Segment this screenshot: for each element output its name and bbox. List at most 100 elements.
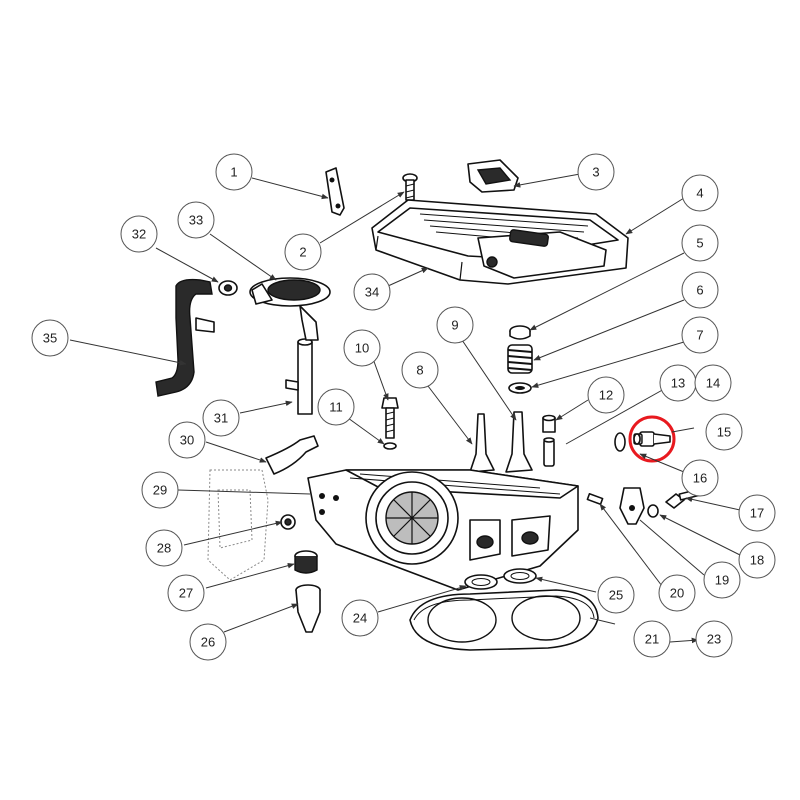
svg-text:5: 5 — [696, 236, 703, 251]
part-9-valve — [505, 411, 533, 473]
callout-7: 7 — [681, 316, 719, 354]
svg-text:33: 33 — [189, 213, 203, 228]
faint-ghost-part — [207, 469, 269, 581]
callout-3: 3 — [577, 153, 615, 191]
part-5-seal — [509, 325, 531, 340]
svg-text:29: 29 — [153, 483, 167, 498]
callout-19: 19 — [703, 561, 741, 599]
callout-27: 27 — [167, 574, 205, 612]
svg-text:24: 24 — [353, 611, 367, 626]
callout-8: 8 — [401, 351, 439, 389]
part-20-stud — [586, 492, 604, 506]
callout-2: 2 — [284, 233, 322, 271]
part-12-fitting — [542, 414, 556, 433]
svg-text:10: 10 — [355, 341, 369, 356]
svg-text:3: 3 — [592, 165, 599, 180]
callout-26: 26 — [189, 623, 227, 661]
part-21-head-gasket — [409, 589, 599, 651]
svg-text:26: 26 — [201, 635, 215, 650]
svg-text:2: 2 — [299, 245, 306, 260]
callout-4: 4 — [681, 174, 719, 212]
callout-31: 31 — [202, 399, 240, 437]
svg-text:25: 25 — [609, 588, 623, 603]
callout-20: 20 — [658, 574, 696, 612]
callout-25: 25 — [597, 576, 635, 614]
part-25-seal — [503, 568, 537, 584]
part-3-cap — [467, 159, 519, 193]
svg-text:31: 31 — [214, 411, 228, 426]
part-2-screw — [402, 173, 418, 201]
callout-23: 23 — [695, 620, 733, 658]
svg-text:15: 15 — [717, 425, 731, 440]
svg-text:28: 28 — [157, 541, 171, 556]
svg-text:12: 12 — [599, 388, 613, 403]
part-16-o-ring — [614, 432, 626, 452]
callout-6: 6 — [681, 271, 719, 309]
callout-11: 11 — [317, 388, 355, 426]
callout-18: 18 — [738, 541, 776, 579]
callout-29: 29 — [141, 471, 179, 509]
svg-text:27: 27 — [179, 586, 193, 601]
svg-text:4: 4 — [696, 186, 703, 201]
svg-text:9: 9 — [451, 318, 458, 333]
part-30-hose — [265, 435, 319, 475]
part-24-seal — [464, 574, 498, 590]
callout-33: 33 — [177, 201, 215, 239]
svg-text:16: 16 — [693, 471, 707, 486]
callout-35: 35 — [31, 319, 69, 357]
callout-16: 16 — [681, 459, 719, 497]
part-31-pipe — [285, 338, 313, 415]
svg-text:17: 17 — [750, 506, 764, 521]
svg-text:11: 11 — [329, 400, 343, 415]
part-4-valve-cover — [371, 199, 629, 285]
callout-13: 13 — [659, 364, 697, 402]
part-6-spring — [507, 344, 533, 374]
svg-text:32: 32 — [132, 227, 146, 242]
part-19-bracket — [619, 487, 645, 525]
part-8-valve — [469, 413, 495, 473]
part-26-boot — [295, 584, 321, 633]
callout-1: 1 — [215, 153, 253, 191]
svg-text:13: 13 — [671, 376, 685, 391]
svg-text:19: 19 — [715, 573, 729, 588]
callout-32: 32 — [120, 215, 158, 253]
part-13-pin — [543, 437, 555, 467]
callout-14: 14 — [694, 364, 732, 402]
callout-30: 30 — [168, 421, 206, 459]
svg-text:8: 8 — [416, 363, 423, 378]
callout-17: 17 — [738, 494, 776, 532]
svg-text:21: 21 — [645, 632, 659, 647]
part-29-cylinder-head — [307, 469, 579, 591]
callout-5: 5 — [681, 224, 719, 262]
svg-text:30: 30 — [180, 433, 194, 448]
callout-9: 9 — [436, 306, 474, 344]
svg-text:20: 20 — [670, 586, 684, 601]
callout-34: 34 — [353, 273, 391, 311]
callout-15: 15 — [705, 413, 743, 451]
part-15-plug — [633, 431, 671, 447]
highlight-ring — [628, 415, 676, 463]
part-1-bracket — [325, 167, 345, 216]
part-35-hose — [155, 278, 215, 397]
callout-21: 21 — [633, 620, 671, 658]
svg-text:35: 35 — [43, 331, 57, 346]
part-28-grommet — [280, 514, 296, 530]
svg-text:7: 7 — [696, 328, 703, 343]
callout-12: 12 — [587, 376, 625, 414]
part-18-washer — [647, 504, 659, 518]
part-33-breather — [249, 277, 331, 341]
svg-text:23: 23 — [707, 632, 721, 647]
svg-text:1: 1 — [230, 165, 237, 180]
part-32-nut — [218, 280, 238, 296]
svg-text:34: 34 — [365, 285, 379, 300]
callout-24: 24 — [341, 599, 379, 637]
svg-text:14: 14 — [706, 376, 720, 391]
part-11-washer — [383, 442, 397, 450]
leader-lines — [69, 173, 741, 644]
part-10-bolt — [381, 397, 399, 439]
svg-text:6: 6 — [696, 283, 703, 298]
svg-text:18: 18 — [750, 553, 764, 568]
callout-28: 28 — [145, 529, 183, 567]
